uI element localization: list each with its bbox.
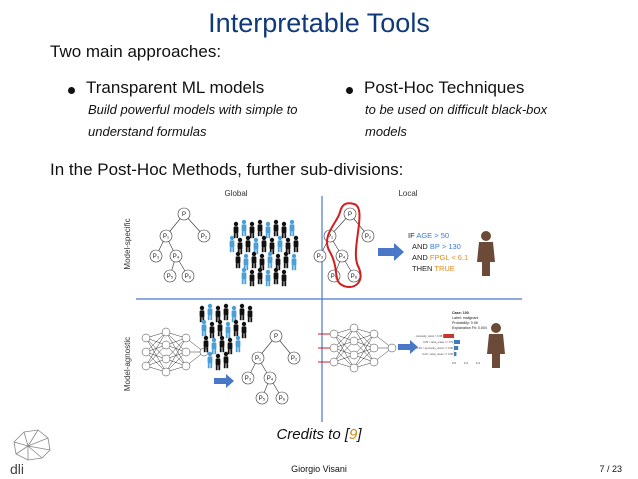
- lime-axis-tick: 0.4: [476, 361, 481, 365]
- crowd-people-icon: [199, 303, 253, 371]
- tree-node-label: P₅: [331, 274, 338, 280]
- lime-bar: [454, 340, 460, 344]
- lime-bar-label: 0.09 < symmetry_worst <= 0.30: [417, 346, 454, 350]
- tree-node-label: P₂: [291, 356, 298, 362]
- patient-silhouette-icon: [487, 323, 505, 368]
- subdivisions-text: In the Post-Hoc Methods, further sub-div…: [50, 160, 404, 179]
- bullet-heading-transparent: Transparent ML models: [86, 78, 265, 97]
- tree-node-label: P: [348, 212, 352, 218]
- tree-node-label: P₁: [163, 234, 169, 240]
- tree-node-label: P₁: [327, 234, 333, 240]
- bullet-heading-posthoc: Post-Hoc Techniques: [364, 78, 525, 97]
- row-header-model-specific: Model-specific: [123, 218, 132, 269]
- tree-node-label: P₆: [351, 274, 358, 280]
- tree-node-label: P: [182, 212, 186, 218]
- bullet-subtext-line: understand formulas: [88, 124, 207, 139]
- tree-node-label: P₂: [365, 234, 372, 240]
- lime-header-line: Probability: 0.98: [452, 321, 478, 325]
- rule-line: AND BP > 130: [412, 242, 461, 251]
- footer-author: Giorgio Visani: [291, 464, 347, 474]
- lime-bar-label: 0.09 < area_mean <= 779: [423, 340, 453, 344]
- bullet-subtext-line: models: [365, 124, 407, 139]
- bullet-subtext-line: to be used on difficult black-box: [365, 102, 548, 117]
- credits-line: Credits to [9]: [0, 426, 638, 443]
- tree-node-label: P₆: [185, 274, 192, 280]
- patient-silhouette-icon: [477, 231, 495, 276]
- logo-text: dli: [10, 461, 24, 476]
- decision-tree-global: [149, 207, 211, 283]
- arrow-right-icon: [398, 340, 418, 354]
- tree-node-label: P₁: [255, 356, 261, 362]
- credits-prefix: Credits to [: [276, 426, 349, 443]
- intro-text: Two main approaches:: [50, 42, 222, 61]
- decision-path-highlight: [326, 202, 362, 288]
- column-header-local: Local: [398, 189, 417, 198]
- tree-node-label: P₂: [201, 234, 208, 240]
- rule-line: THEN TRUE: [412, 264, 455, 273]
- interpretability-quadrant-figure: Global Local Model-specific Model-agnost…: [123, 189, 522, 422]
- lime-header-line: Label: malignant: [452, 316, 478, 320]
- arrow-right-icon: [214, 374, 234, 388]
- lime-axis-tick: 0.0: [452, 361, 457, 365]
- lime-bar: [454, 346, 459, 350]
- decision-tree-surrogate: [241, 329, 301, 405]
- tree-node-label: P₃: [245, 376, 252, 382]
- bullet-subtext-posthoc: to be used on difficult black-box models: [365, 99, 595, 143]
- crowd-people-icon: [229, 219, 299, 287]
- dli-logo: dli: [10, 429, 51, 476]
- rule-line: IF AGE > 50: [408, 231, 449, 240]
- lime-bar-label: 0.24 < area_mean <= 0.30: [422, 352, 453, 356]
- rule-line: AND FPGL < 6.1: [412, 253, 468, 262]
- tree-node-label: P: [274, 334, 278, 340]
- lime-bar: [454, 352, 457, 356]
- credits-suffix: ]: [357, 426, 362, 443]
- lime-bar-label: concavity_worst > 0.38: [416, 334, 443, 338]
- lime-header-line: Case: 100: [452, 311, 469, 315]
- bullet-dot: [346, 87, 353, 94]
- column-header-global: Global: [224, 189, 247, 198]
- tree-node-label: P₄: [173, 254, 180, 260]
- tree-node-label: P₅: [167, 274, 174, 280]
- footer-page-number: 7 / 23: [599, 464, 622, 474]
- slide-title: Interpretable Tools: [208, 8, 430, 38]
- decision-tree-local: [313, 207, 375, 283]
- lime-axis-tick: 0.2: [464, 361, 469, 365]
- neural-network-icon: [329, 323, 397, 373]
- bullet-subtext-line: Build powerful models with simple to: [88, 102, 298, 117]
- row-header-model-agnostic: Model-agnostic: [123, 337, 132, 391]
- tree-node-label: P₄: [339, 254, 346, 260]
- tree-node-label: P₅: [259, 396, 266, 402]
- tree-node-label: P₄: [267, 376, 274, 382]
- neural-network-icon: [141, 327, 209, 377]
- tree-node-label: P₃: [153, 254, 160, 260]
- highlighted-inputs: [318, 333, 330, 363]
- lime-bar: [443, 334, 454, 338]
- tree-node-label: P₆: [279, 396, 286, 402]
- bullet-subtext-transparent: Build powerful models with simple to und…: [88, 99, 318, 143]
- arrow-right-icon: [378, 243, 404, 261]
- lime-explanation-chart: Case: 100 Label: malignant Probability: …: [416, 311, 487, 365]
- lime-header-line: Explanation Fit: 0.004: [452, 326, 487, 330]
- tree-node-label: P₃: [317, 254, 324, 260]
- citation-link[interactable]: 9: [349, 426, 358, 443]
- bullet-dot: [68, 87, 75, 94]
